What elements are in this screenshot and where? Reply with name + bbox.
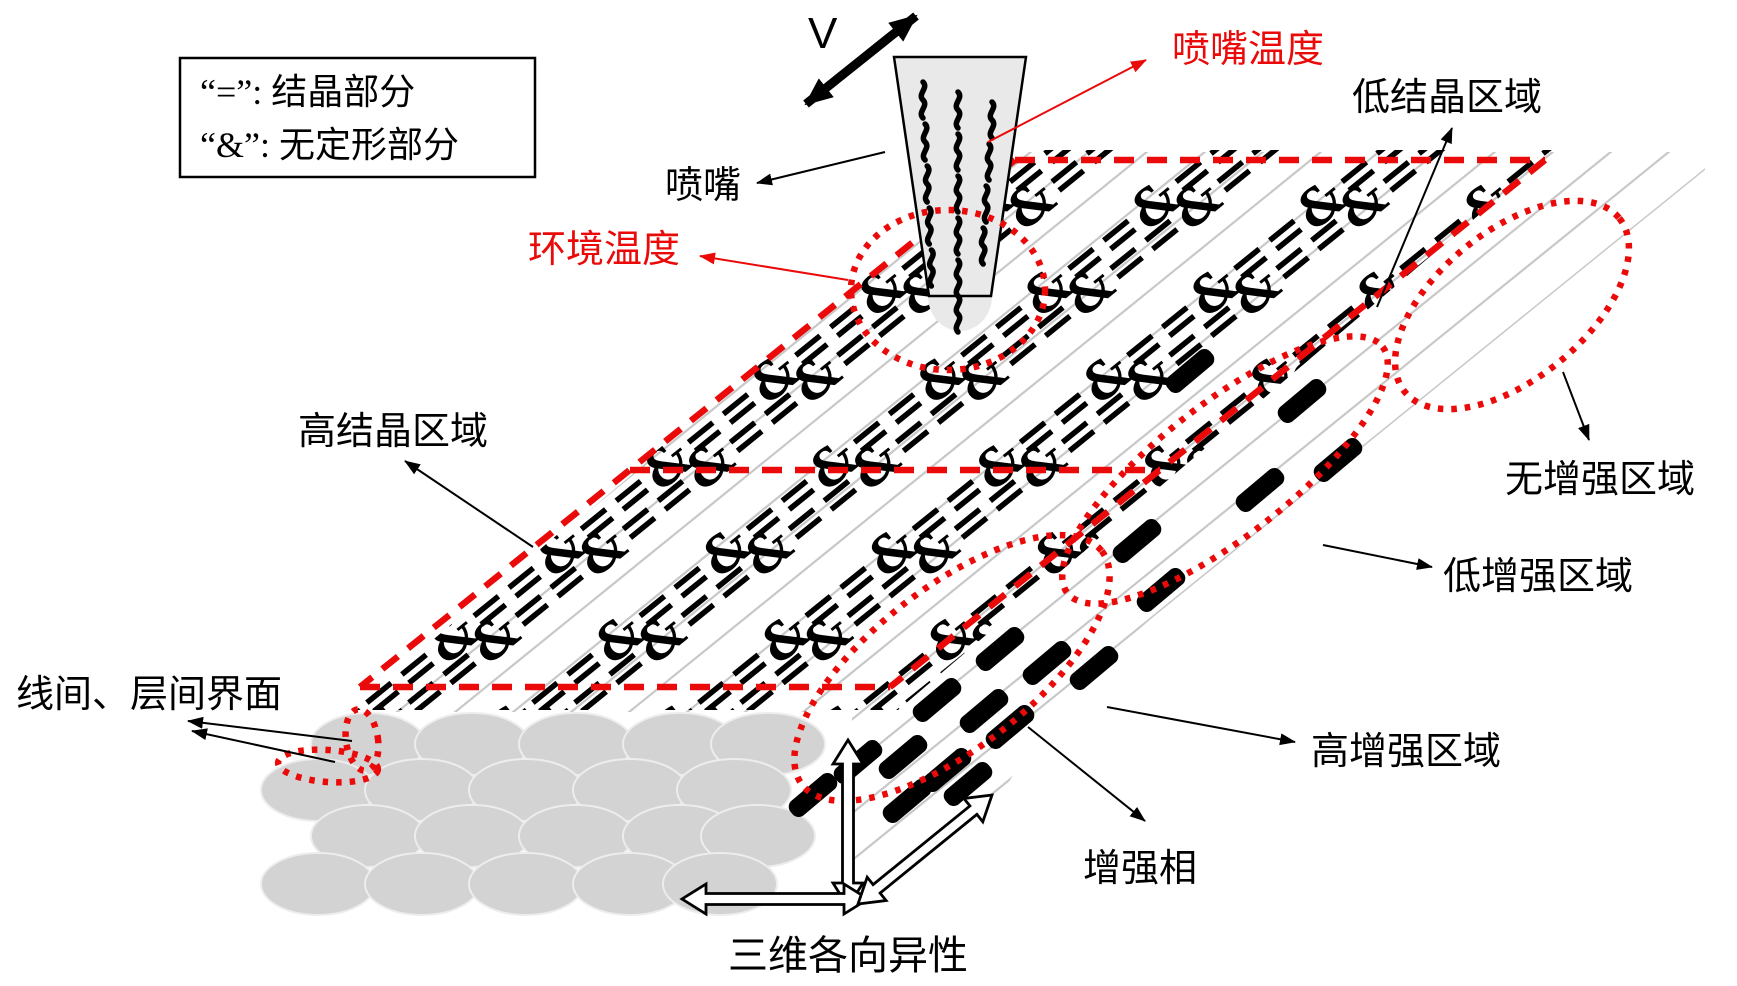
filament-ellipse <box>468 852 584 916</box>
label-velocity: V <box>808 9 838 58</box>
reinforcement-bar <box>1022 640 1072 686</box>
label-low-reinforcement-region: 低增强区域 <box>1443 556 1633 598</box>
legend: “=”: 结晶部分 “&”: 无定形部分 <box>178 56 537 179</box>
reinforcement-bar <box>1277 378 1327 424</box>
reinforcement-bar <box>975 626 1025 672</box>
axis-arrow-diagonal <box>855 793 995 906</box>
border-left <box>357 157 1018 690</box>
axis-arrow-horizontal <box>679 881 871 917</box>
ambient-temperature-ellipse <box>847 206 1049 374</box>
reinforcement-bars <box>788 348 1363 824</box>
anisotropy-axes-arrows <box>679 737 995 917</box>
leader-interface-1 <box>187 716 353 742</box>
leader-low-reinforcement <box>1322 544 1433 570</box>
leader-no-reinforcement <box>1562 371 1590 441</box>
interlayer-interface-ellipse <box>342 705 382 775</box>
label-reinforcement-phase: 增强相 <box>1083 848 1197 890</box>
label-low-crystallinity-region: 低结晶区域 <box>1352 77 1542 119</box>
reinforcement-bar <box>1165 348 1215 394</box>
legend-box <box>178 56 537 179</box>
leader-low-crystallinity <box>1376 127 1453 308</box>
leader-ambient-temperature <box>699 252 849 281</box>
reinforcement-bar <box>1136 567 1186 613</box>
layer-dashed-border <box>357 156 1548 691</box>
reinforcement-bar <box>985 704 1035 750</box>
leader-nozzle-temperature <box>987 59 1147 143</box>
reinforcement-bar <box>788 772 838 818</box>
filament-ellipse <box>260 852 376 916</box>
label-high-reinforcement-region: 高增强区域 <box>1311 731 1501 773</box>
label-nozzle-temperature: 喷嘴温度 <box>1172 29 1324 71</box>
labels: V 喷嘴 喷嘴温度 环境温度 低结晶区域 高结晶区域 无增强区域 低增强区域 高… <box>16 9 1695 978</box>
label-no-reinforcement-region: 无增强区域 <box>1505 459 1695 501</box>
label-ambient-temperature: 环境温度 <box>528 229 680 271</box>
leader-reinforcement-phase <box>1027 726 1146 822</box>
legend-crystalline: “=”: 结晶部分 <box>200 72 415 112</box>
high-reinforcement-ellipse <box>791 531 1113 805</box>
axis-arrow-vertical <box>830 737 866 910</box>
reinforcement-bar <box>959 688 1009 734</box>
nozzle-icon <box>892 55 1028 335</box>
label-high-crystallinity-region: 高结晶区域 <box>298 411 488 453</box>
reinforcement-bar <box>1235 467 1285 513</box>
interline-interface-ellipse <box>274 746 382 786</box>
leader-high-reinforcement <box>1106 706 1296 746</box>
molten-polymer-squiggles <box>918 79 997 335</box>
reinforcement-bar <box>882 778 932 824</box>
label-three-d-anisotropy: 三维各向异性 <box>728 933 968 978</box>
label-interline-interlayer-interface: 线间、层间界面 <box>16 674 282 716</box>
filament-ellipse <box>364 852 480 916</box>
label-nozzle: 喷嘴 <box>665 165 741 207</box>
border-right <box>887 157 1548 690</box>
leader-high-crystallinity <box>404 460 534 548</box>
reinforcement-bar <box>1069 645 1119 691</box>
legend-amorphous: “&”: 无定形部分 <box>200 125 459 165</box>
leader-nozzle <box>756 151 886 186</box>
leader-interface-2 <box>191 728 336 763</box>
velocity-arrow <box>803 12 919 108</box>
reinforcement-bar <box>912 677 962 723</box>
low-reinforcement-ellipse <box>1058 333 1392 607</box>
reinforcement-bar <box>878 734 928 780</box>
reinforcement-bar <box>1112 518 1162 564</box>
leader-arrows <box>187 59 1590 822</box>
filament-cross-section-stack <box>260 712 826 916</box>
reinforcement-bar <box>1313 437 1363 483</box>
reinforcement-bar <box>943 761 993 807</box>
